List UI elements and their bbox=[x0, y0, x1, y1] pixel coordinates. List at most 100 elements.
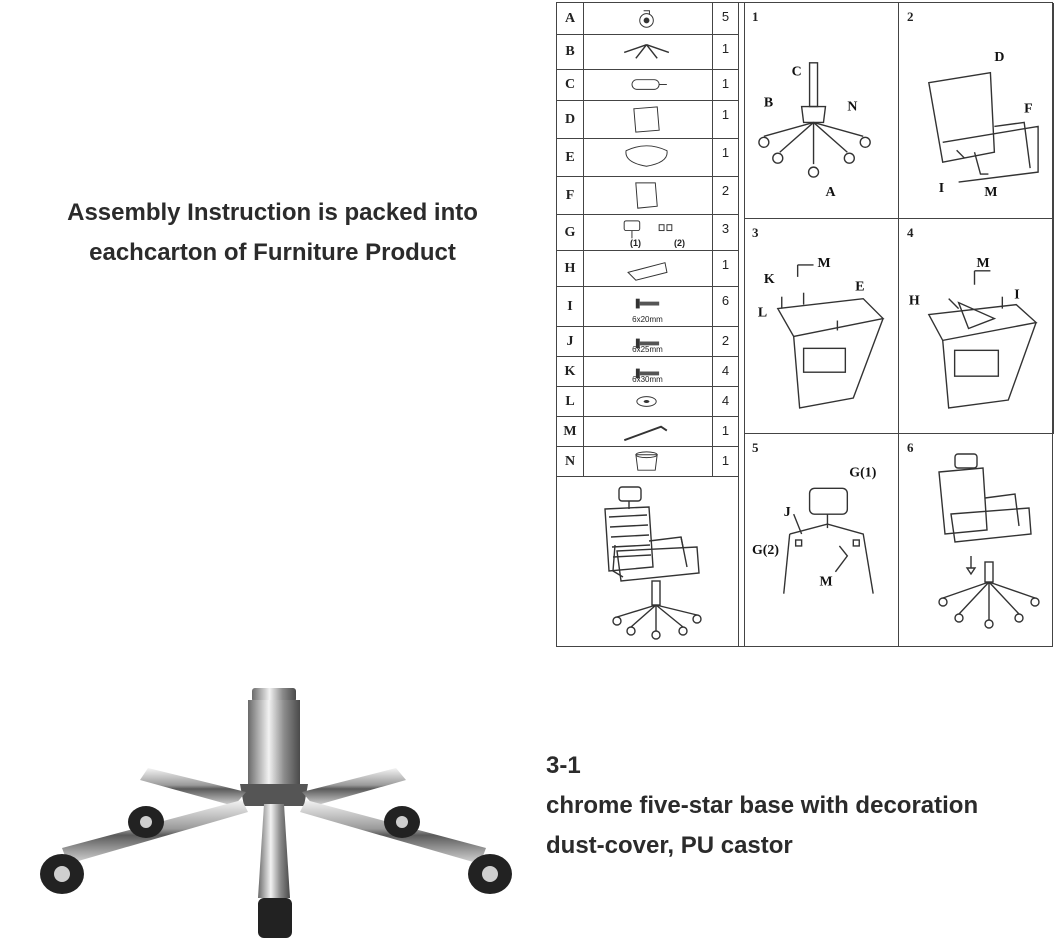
part-letter: G bbox=[557, 215, 584, 250]
part-letter: B bbox=[557, 35, 584, 69]
label-g1: G(1) bbox=[849, 465, 876, 480]
five-star-base-icon bbox=[40, 688, 512, 938]
part-row-g: G(1)(2)3 bbox=[557, 215, 738, 251]
label-f: F bbox=[1024, 101, 1033, 116]
part-count: 2 bbox=[712, 327, 738, 356]
part-subcode: (1) bbox=[630, 238, 641, 248]
part-count: 2 bbox=[712, 177, 738, 214]
label-m: M bbox=[984, 185, 997, 200]
seat-bolting-icon: K M E L bbox=[758, 256, 885, 409]
part-row-i: I 6x20mm 6 bbox=[557, 287, 738, 327]
step-6-panel: 6 bbox=[899, 434, 1054, 646]
part-count: 1 bbox=[712, 447, 738, 476]
label-h: H bbox=[909, 294, 920, 309]
part-letter: E bbox=[557, 139, 584, 176]
caption-line-1: chrome five-star base with decoration bbox=[546, 792, 979, 819]
step-4-panel: 4 M H I bbox=[899, 219, 1054, 434]
part-count: 6 bbox=[712, 287, 738, 326]
allen-key-icon bbox=[584, 417, 711, 446]
seat-cushion-icon bbox=[584, 139, 711, 176]
bolt-icon: 6x25mm bbox=[584, 327, 711, 356]
washer-icon bbox=[584, 387, 711, 416]
part-count: 1 bbox=[712, 139, 738, 176]
step-number: 6 bbox=[907, 440, 914, 455]
star-base-icon bbox=[584, 35, 711, 69]
part-count: 4 bbox=[712, 357, 738, 386]
part-size: 6x25mm bbox=[632, 345, 663, 354]
part-row-j: J 6x25mm 2 bbox=[557, 327, 738, 357]
part-letter: I bbox=[557, 287, 584, 326]
label-g2: G(2) bbox=[752, 543, 779, 558]
part-count: 1 bbox=[712, 101, 738, 138]
step-5-panel: 5 G(1) J G(2) M bbox=[744, 434, 899, 646]
label-n: N bbox=[847, 99, 857, 114]
step-2-panel: 2 D F I M bbox=[899, 3, 1054, 219]
part-letter: H bbox=[557, 251, 584, 286]
castor-icon bbox=[584, 3, 711, 34]
part-letter: L bbox=[557, 387, 584, 416]
part-letter: D bbox=[557, 101, 584, 138]
part-size: 6x30mm bbox=[632, 375, 663, 384]
step-number: 4 bbox=[907, 225, 914, 240]
part-count: 5 bbox=[712, 3, 738, 34]
part-count: 1 bbox=[712, 70, 738, 100]
bolt-icon: 6x20mm bbox=[584, 287, 711, 326]
gas-lift-icon bbox=[584, 70, 711, 100]
bolt-icon: 6x30mm bbox=[584, 357, 711, 386]
part-count: 1 bbox=[712, 417, 738, 446]
label-m: M bbox=[818, 256, 831, 271]
column-separator bbox=[738, 3, 745, 646]
part-size: 6x20mm bbox=[632, 315, 663, 324]
backrest-icon bbox=[584, 101, 711, 138]
label-k: K bbox=[764, 272, 775, 287]
part-letter: C bbox=[557, 70, 584, 100]
label-m: M bbox=[976, 256, 989, 271]
chrome-base-photo bbox=[28, 688, 533, 943]
assembly-heading: Assembly Instruction is packed into each… bbox=[20, 193, 525, 273]
part-row-k: K 6x30mm 4 bbox=[557, 357, 738, 387]
label-c: C bbox=[792, 65, 802, 80]
product-caption: 3-1 chrome five-star base with decoratio… bbox=[546, 746, 978, 866]
base-assembly-icon: C B N A bbox=[758, 62, 871, 200]
chair-preview-icon bbox=[604, 486, 702, 640]
part-letter: A bbox=[557, 3, 584, 34]
label-e: E bbox=[855, 280, 864, 295]
part-count: 3 bbox=[712, 215, 738, 250]
headrest-icon: (1)(2) bbox=[584, 215, 711, 250]
caption-code: 3-1 bbox=[546, 752, 581, 779]
heading-line-1: Assembly Instruction is packed into bbox=[67, 199, 478, 226]
label-l: L bbox=[758, 306, 767, 321]
part-letter: J bbox=[557, 327, 584, 356]
label-i: I bbox=[1014, 288, 1019, 303]
caption-line-2: dust-cover, PU castor bbox=[546, 832, 793, 859]
headrest-assembly-icon: G(1) J G(2) M bbox=[752, 465, 877, 594]
part-letter: K bbox=[557, 357, 584, 386]
part-letter: N bbox=[557, 447, 584, 476]
mechanism-bolting-icon: M H I bbox=[909, 256, 1038, 409]
backrest-armrest-icon: D F I M bbox=[927, 50, 1039, 200]
part-letter: M bbox=[557, 417, 584, 446]
mechanism-icon bbox=[584, 251, 711, 286]
final-assembly-icon bbox=[938, 453, 1040, 629]
step-number: 5 bbox=[752, 440, 759, 455]
armrest-icon bbox=[584, 177, 711, 214]
assembled-chair-preview bbox=[557, 481, 739, 646]
step-number: 2 bbox=[907, 9, 914, 24]
heading-line-2: eachcarton of Furniture Product bbox=[89, 239, 456, 266]
part-letter: F bbox=[557, 177, 584, 214]
label-i: I bbox=[939, 181, 944, 196]
label-b: B bbox=[764, 96, 773, 111]
step-number: 3 bbox=[752, 225, 759, 240]
step-3-panel: 3 K M E L bbox=[744, 219, 899, 434]
